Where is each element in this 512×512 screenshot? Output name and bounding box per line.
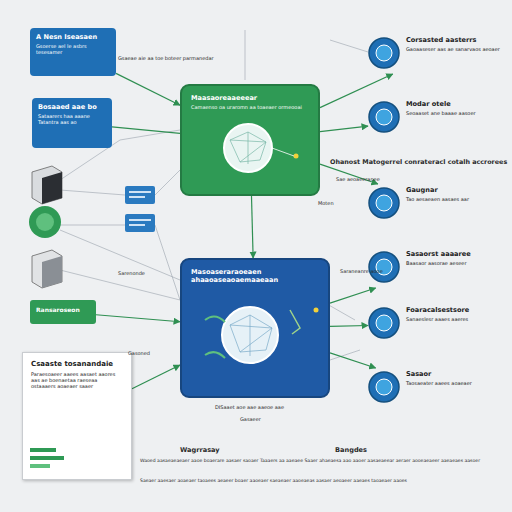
network-globe-green — [224, 124, 299, 172]
node-heading: Masoaseraraoeaen ahaaoaseaoaemaaeaan — [191, 268, 319, 284]
free-label: Ohanost Matogerrel conrateracl cotalh ac… — [330, 158, 510, 166]
icon-circle-node: Sasaorst aaaareeBaasaor aasorae aeseer — [368, 248, 504, 288]
process-box: MaasaoreaaeeearCamaenso oa uraromn aa to… — [180, 84, 320, 196]
node-heading: Ransaroseon — [36, 306, 90, 314]
circle-glyph — [376, 379, 392, 395]
icon-circle-node: Modar oteleSeoaaset ane baaae aasoer — [368, 98, 504, 138]
cube-icons — [29, 166, 62, 288]
node-body: Seoaaset ane baaae aasoer — [406, 110, 504, 116]
node-body: Tao aesaeaen aasaes aar — [406, 196, 504, 202]
connector-arrow — [330, 288, 376, 303]
connector-arrow — [112, 127, 180, 133]
free-label: Saeaer aaesaer aoaeaer taoaees aeaeer bo… — [140, 478, 500, 484]
icon-circle — [368, 101, 400, 133]
node-body: Baasaor aasorae aeseer — [406, 260, 504, 266]
circle-glyph — [376, 45, 392, 61]
speech-bubble: A Nesn IseasaenGsoerse ael le asbrs tese… — [30, 28, 116, 76]
node-body: Taosaeater aaees aoaeaer — [406, 380, 504, 386]
node-heading: Sasaorst aaaaree — [406, 250, 504, 258]
free-label: Gasoned — [128, 350, 178, 356]
free-label: Saraneanre aooe — [340, 268, 400, 274]
icon-circle-node: FoaracalsestsoreSanaeslesr aaaes aaeres — [368, 304, 504, 344]
free-label: Gasaeer — [240, 416, 290, 422]
document-card: Csaaste tosanandaieParaesoaeer aaees aas… — [22, 352, 132, 480]
node-body: Paraesoaeer aaees aasaet aaores aas ae b… — [31, 371, 123, 390]
free-label: Wagrrasay — [180, 446, 260, 454]
free-label: Sae aeoaeeranee — [336, 176, 396, 182]
node-body: Gsoerse ael le asbrs tesesamer — [36, 43, 110, 56]
connector-arrow — [330, 353, 376, 368]
circle-glyph — [376, 109, 392, 125]
circle-outline — [369, 252, 399, 282]
icon-circle-node: SasaorTaosaeater aaees aoaeaer — [368, 368, 504, 408]
icon-circle — [368, 37, 400, 69]
circle-glyph — [376, 195, 392, 211]
node-body: Gaoaaseser aas ae sanarvaos aeoaer — [406, 46, 504, 52]
node-heading: Foaracalsestsore — [406, 306, 504, 314]
node-heading: Corsasted aasterrs — [406, 36, 504, 44]
process-box: Ransaroseon — [30, 300, 96, 324]
circle-outline — [369, 372, 399, 402]
small-blue-tiles — [125, 186, 155, 232]
connector-arrow — [330, 325, 368, 327]
node-heading: Csaaste tosanandaie — [31, 360, 123, 369]
node-body: Camaenso oa uraromn aa toaeaer ormeooai — [191, 104, 309, 110]
circle-glyph — [376, 315, 392, 331]
icon-circle — [368, 307, 400, 339]
connector-arrow — [132, 365, 180, 389]
connector-arrow — [116, 73, 180, 105]
document-bars — [30, 448, 64, 468]
node-heading: Sasaor — [406, 370, 504, 378]
node-body: Sanaeslesr aaaes aaeres — [406, 316, 504, 322]
free-label: Moten — [318, 200, 358, 206]
icon-circle — [368, 187, 400, 219]
circle-outline — [369, 102, 399, 132]
speech-bubble: Bosaaed aae bo Sataarers haa aaane Tatant… — [32, 98, 112, 148]
node-heading: Bosaaed aae bo — [38, 103, 106, 111]
circle-outline — [369, 188, 399, 218]
circle-outline — [369, 38, 399, 68]
free-label: Sarenonde — [118, 270, 178, 276]
network-globe-blue — [205, 307, 319, 363]
node-heading: A Nesn Iseasaen — [36, 33, 110, 41]
connector-arrow — [96, 315, 180, 322]
icon-circle-node: GaugnarTao aesaeaen aasaes aar — [368, 184, 504, 224]
free-label: Gsaeae aie aa toe boteer parmanedar — [118, 55, 268, 61]
node-body: Sataarers haa aaane Tatantra aas ao — [38, 113, 106, 126]
icon-circle — [368, 371, 400, 403]
free-label: Waoed aasaeaeaeaer aaoe boaerare aasaer … — [140, 458, 500, 464]
node-heading: Maasaoreaaeeear — [191, 94, 309, 102]
circle-outline — [369, 308, 399, 338]
icon-circle — [368, 251, 400, 283]
free-label: Bangdes — [335, 446, 415, 454]
node-heading: Gaugnar — [406, 186, 504, 194]
icon-circle-node: Corsasted aasterrsGaoaaseser aas ae sana… — [368, 34, 504, 74]
free-label: DISaaet aoe aae aaeoe aae — [215, 404, 335, 410]
connector-arrow — [251, 196, 253, 258]
process-box: Masoaseraraoeaen ahaaoaseaoaemaaeaan — [180, 258, 330, 398]
node-heading: Modar otele — [406, 100, 504, 108]
connector-arrow — [320, 126, 368, 132]
